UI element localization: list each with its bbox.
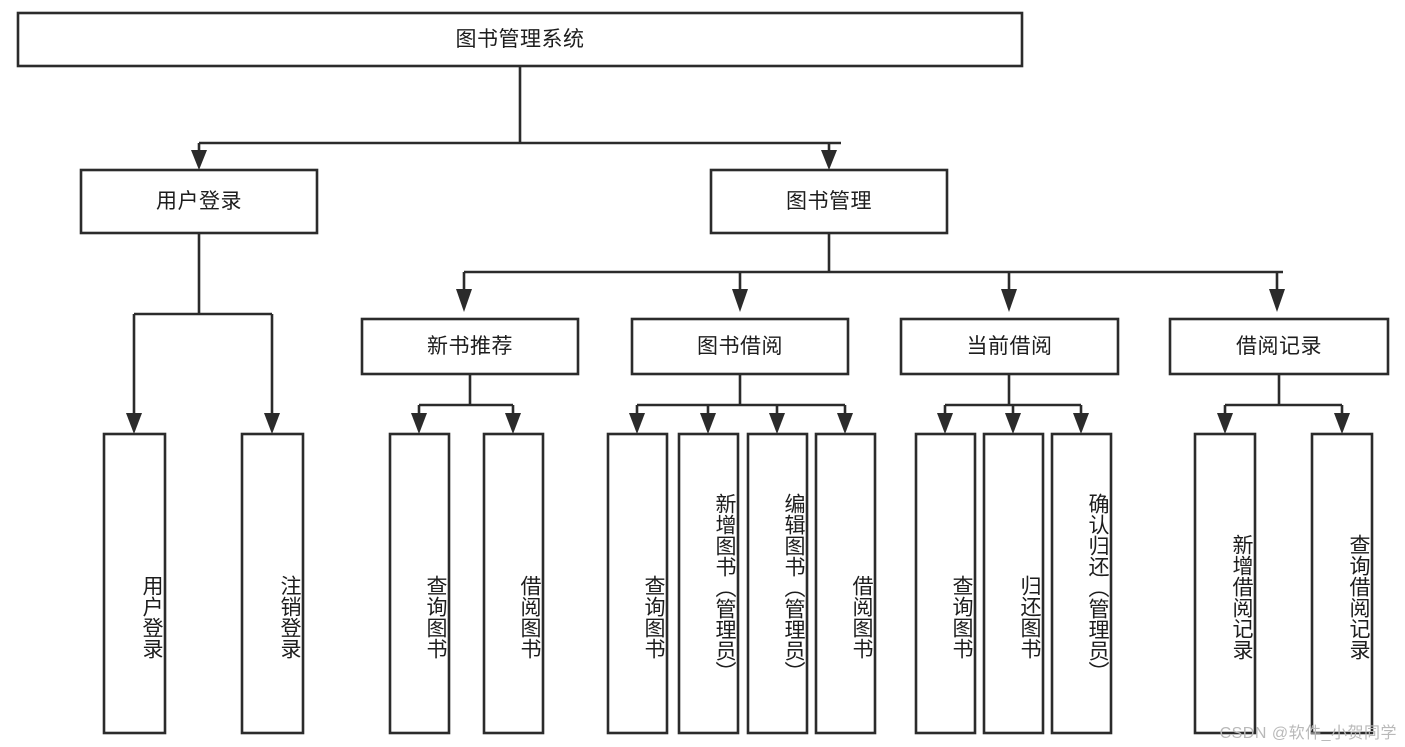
node-box-leaf-query-book-2[interactable] (606, 432, 669, 735)
connector-bookmanage-to-level3 (456, 233, 1285, 312)
arrow-head-icon (264, 413, 280, 434)
node-box-book-borrow[interactable] (630, 317, 850, 376)
arrow-head-icon (456, 289, 472, 312)
node-box-book-manage[interactable] (709, 168, 949, 235)
connector-newbook-to-leaves (411, 374, 521, 434)
node-box-borrow-record[interactable] (1168, 317, 1390, 376)
connector-bookborrow-to-leaves (629, 374, 853, 434)
node-box-leaf-edit-book[interactable] (746, 432, 809, 735)
arrow-head-icon (1217, 413, 1233, 434)
arrow-head-icon (732, 289, 748, 312)
node-box-leaf-add-book[interactable] (677, 432, 740, 735)
arrow-head-icon (126, 413, 142, 434)
connector-userlogin-to-leaves (126, 233, 280, 434)
node-box-leaf-confirm-return[interactable] (1050, 432, 1113, 735)
node-box-leaf-user-login[interactable] (102, 432, 167, 735)
arrow-head-icon (411, 413, 427, 434)
arrow-head-icon (937, 413, 953, 434)
node-box-new-book-rec[interactable] (360, 317, 580, 376)
node-box-leaf-borrow-book-1[interactable] (482, 432, 545, 735)
node-box-leaf-query-record[interactable] (1310, 432, 1374, 735)
connector-root-to-level2 (191, 66, 841, 170)
node-box-leaf-add-record[interactable] (1193, 432, 1257, 735)
arrow-head-icon (629, 413, 645, 434)
connector-borrowrecord-to-leaves (1217, 374, 1350, 434)
arrow-head-icon (700, 413, 716, 434)
arrow-head-icon (1269, 289, 1285, 312)
arrow-head-icon (505, 413, 521, 434)
node-box-leaf-return-book[interactable] (982, 432, 1045, 735)
arrow-head-icon (1334, 413, 1350, 434)
node-box-leaf-query-book-3[interactable] (914, 432, 977, 735)
connector-currentborrow-to-leaves (937, 374, 1089, 434)
arrow-head-icon (821, 150, 837, 170)
node-box-leaf-logout[interactable] (240, 432, 305, 735)
arrow-head-icon (1073, 413, 1089, 434)
node-box-root[interactable] (16, 11, 1024, 68)
arrow-head-icon (191, 150, 207, 170)
node-box-user-login[interactable] (79, 168, 319, 235)
node-box-current-borrow[interactable] (899, 317, 1120, 376)
arrow-head-icon (837, 413, 853, 434)
arrow-head-icon (1001, 289, 1017, 312)
node-box-leaf-borrow-book-2[interactable] (814, 432, 877, 735)
node-box-leaf-query-book-1[interactable] (388, 432, 451, 735)
arrow-head-icon (1005, 413, 1021, 434)
arrow-head-icon (769, 413, 785, 434)
